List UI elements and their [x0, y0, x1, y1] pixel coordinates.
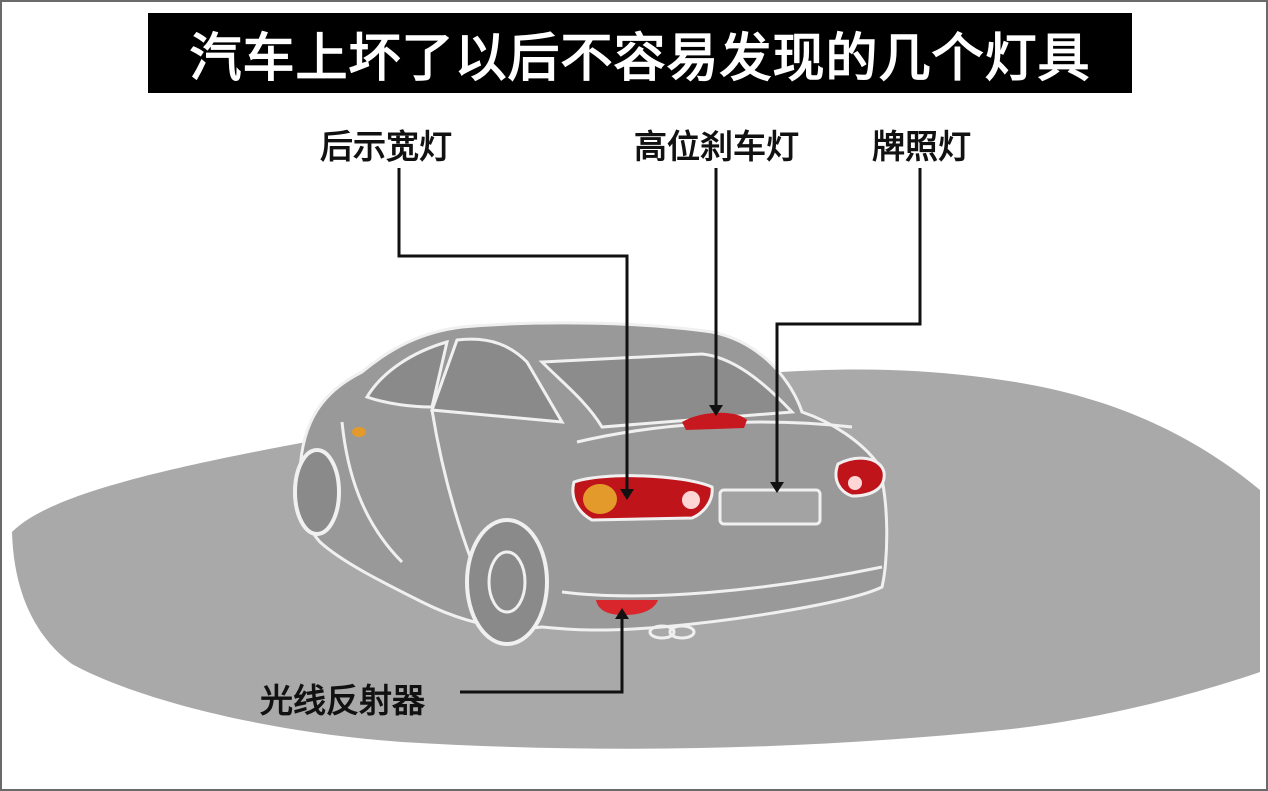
- page-title: 汽车上坏了以后不容易发现的几个灯具: [189, 28, 1091, 89]
- license-plate: [718, 488, 822, 526]
- exhaust-right: [668, 624, 696, 640]
- arrow-high-brake: [709, 405, 723, 416]
- rear-reflector: [596, 600, 658, 615]
- label-rear-reflector: 光线反射器: [260, 681, 425, 720]
- leader-tail-light: [397, 168, 629, 494]
- tail-light-bulb-right: [848, 476, 862, 490]
- exhaust-left: [648, 624, 676, 640]
- side-window-rear: [429, 337, 565, 424]
- tail-indicator-amber: [583, 484, 617, 514]
- tail-light-right: [834, 456, 886, 498]
- tail-light-bulb-left: [682, 491, 700, 509]
- rear-window: [538, 352, 796, 429]
- rear-wheel-hub: [487, 550, 527, 614]
- rear-bumper: [561, 565, 883, 598]
- label-tail-position-light: 后示宽灯: [320, 127, 452, 166]
- front-wheel: [293, 448, 341, 536]
- arrow-tail-light: [620, 489, 634, 500]
- label-high-brake-light: 高位刹车灯: [634, 127, 799, 166]
- label-license-plate-light: 牌照灯: [872, 127, 971, 166]
- arrow-reflector: [615, 608, 629, 619]
- leader-reflector: [460, 614, 624, 694]
- high-brake-light: [682, 412, 747, 430]
- leader-arrowheads: [615, 405, 784, 619]
- leader-plate-light: [775, 168, 922, 487]
- rear-wheel: [465, 518, 549, 646]
- title-bar: 汽车上坏了以后不容易发现的几个灯具: [148, 13, 1132, 93]
- leader-lines: [397, 168, 922, 694]
- side-window-front: [364, 339, 450, 409]
- arrow-plate-light: [770, 482, 784, 493]
- side-marker: [352, 427, 366, 437]
- door-line: [340, 409, 474, 564]
